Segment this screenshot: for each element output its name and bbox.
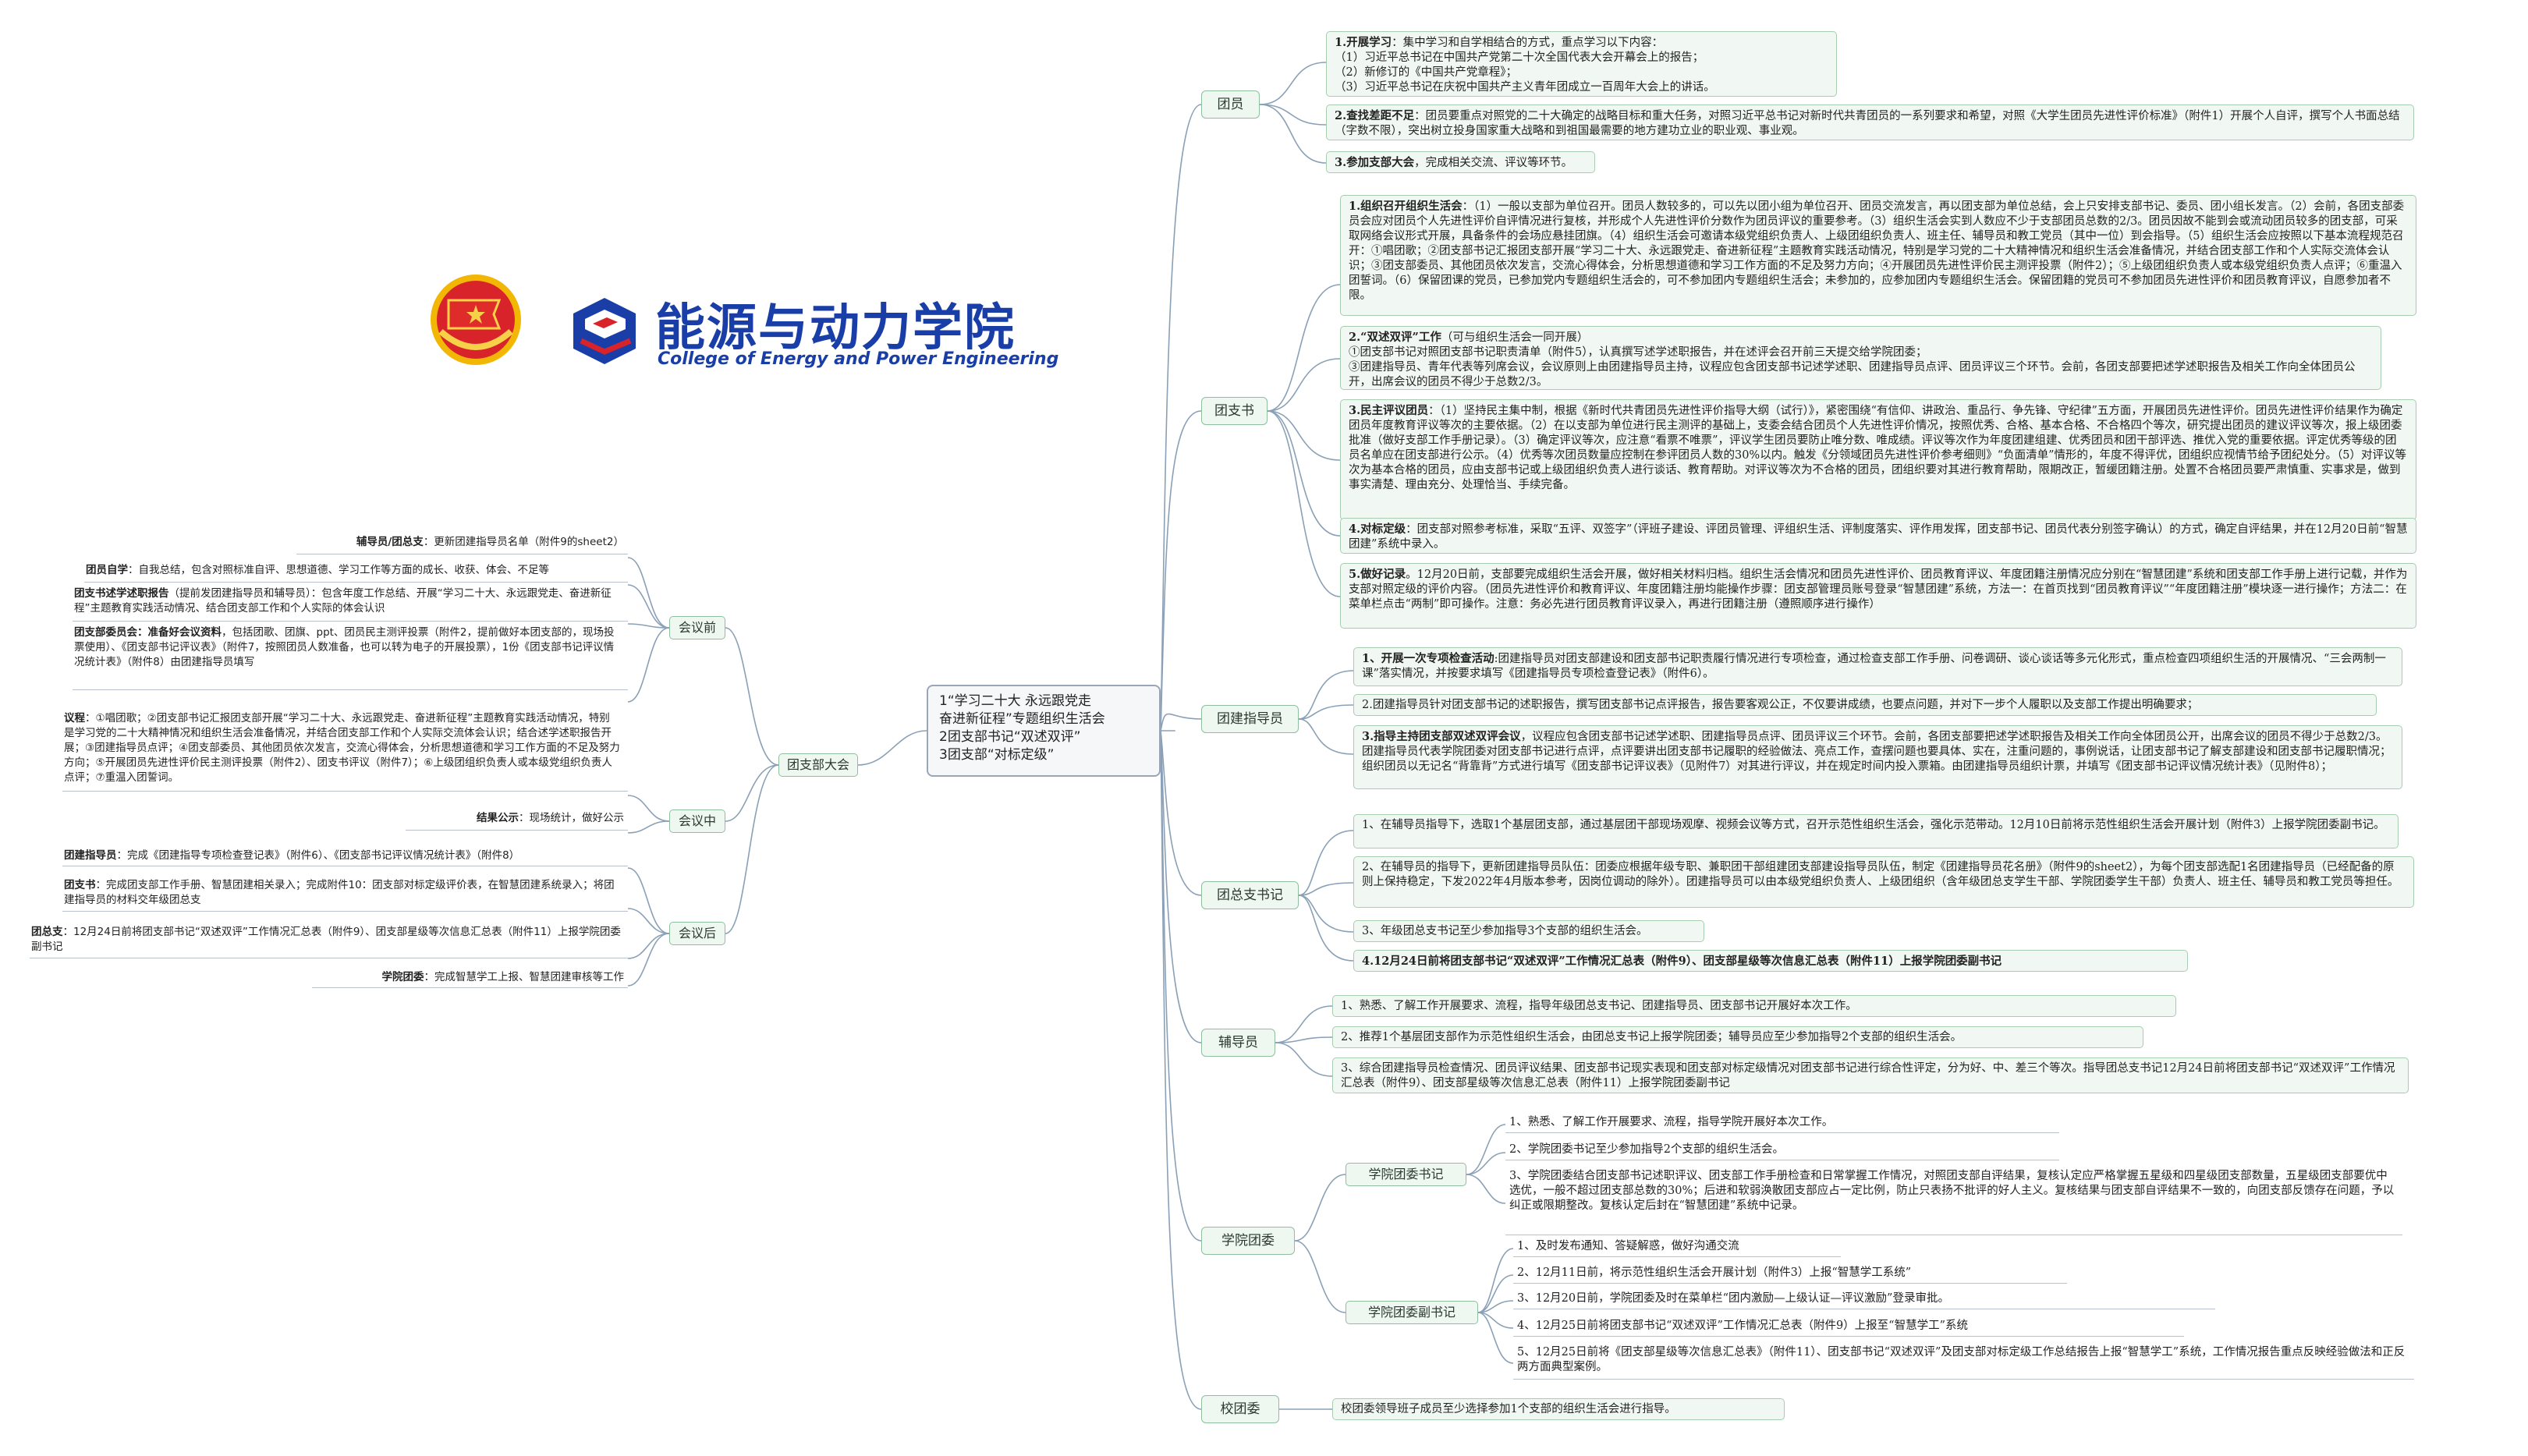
college-name-en: College of Energy and Power Engineering — [658, 349, 1059, 369]
branch-league-meeting[interactable]: 团支部大会 — [778, 753, 858, 777]
note-item: 学院团委：完成智慧学工上报、智慧团建审核等工作 — [381, 971, 625, 983]
general-secretary-attend-card: 3、年级团总支书记至少参加指导3个支部的组织生活会。 — [1353, 920, 1704, 942]
note-item: 团支书述学述职报告（提前发团建指导员和辅导员）：包含年度工作总结、开展“学习二十… — [74, 587, 612, 615]
secretary-dual-review-card: 2.“双述双评”工作（可与组织生活会一同开展） ①团支部书记对照团支部书记职责清… — [1340, 326, 2381, 390]
branch-secretary[interactable]: 团支书 — [1201, 397, 1268, 425]
branch-general-secretary[interactable]: 团总支书记 — [1201, 881, 1299, 909]
instructor-preside-card: 3.指导主持团支部双述双评会议，议程应包含团支部书记述学述职、团建指导员点评、团… — [1353, 725, 2402, 789]
college-secretary-item: 3、学院团委结合团支部书记述职评议、团支部工作手册检查和日常掌握工作情况，对照团… — [1509, 1170, 2395, 1212]
college-secretary-item: 1、熟悉、了解工作开展要求、流程，指导学院开展好本次工作。 — [1509, 1116, 1834, 1128]
phase-after-meeting[interactable]: 会议后 — [669, 922, 725, 945]
college-deputy-item: 2、12月11日前，将示范性组织生活会开展计划（附件3）上报“智慧学工系统” — [1517, 1266, 1912, 1279]
header-logo: 能源与动力学院 College of Energy and Power Engi… — [425, 269, 1058, 378]
college-logo-icon — [573, 298, 636, 364]
branch-university-league[interactable]: 校团委 — [1201, 1395, 1279, 1423]
note-item: 团支部委员会：准备好会议资料，包括团歌、团旗、ppt、团员民主测评投票（附件2，… — [74, 626, 615, 668]
branch-college-league[interactable]: 学院团委 — [1201, 1227, 1295, 1255]
root-topic-line: 3团支部“对标定级” — [939, 747, 1055, 763]
node-college-deputy-secretary[interactable]: 学院团委副书记 — [1346, 1301, 1478, 1324]
instructor-inspection-card: 1、开展一次专项检查活动:团建指导员对团支部建设和团支部书记职责履行情况进行专项… — [1353, 647, 2402, 686]
college-secretary-item: 2、学院团委书记至少参加指导2个支部的组织生活会。 — [1509, 1143, 1784, 1156]
divider — [1505, 1132, 2059, 1133]
divider — [73, 689, 628, 690]
root-topic-line: 奋进新征程”专题组织生活会 — [939, 711, 1105, 727]
general-secretary-team-card: 2、在辅导员的指导下，更新团建指导员队伍：团委应根据年级专职、兼职团干部组建团支… — [1353, 856, 2414, 908]
note-item: 结果公示：现场统计，做好公示 — [477, 812, 624, 824]
secretary-life-meeting-card: 1.组织召开组织生活会：（1）一般以支部为单位召开。团员人数较多的，可以先以团小… — [1340, 195, 2416, 316]
counselor-card: 1、熟悉、了解工作开展要求、流程，指导年级团总支书记、团建指导员、团支部书记开展… — [1332, 995, 2176, 1017]
secretary-record-card: 5.做好记录。12月20日前，支部要完成组织生活会开展，做好相关材料归档。组织生… — [1340, 563, 2416, 629]
note-item: 团总支：12月24日前将团支部书记“双述双评”工作情况汇总表（附件9）、团支部星… — [31, 926, 621, 953]
phase-before-meeting[interactable]: 会议前 — [669, 616, 725, 639]
instructor-review-card: 2.团建指导员针对团支部书记的述职报告，撰写团支部书记点评报告，报告要客观公正，… — [1353, 694, 2377, 716]
college-deputy-item: 5、12月25日前将《团支部星级等次信息汇总表》（附件11）、团支部书记“双述双… — [1517, 1346, 2406, 1373]
note-item: 团支书：完成团支部工作手册、智慧团建相关录入；完成附件10：团支部对标定级评价表… — [64, 879, 615, 906]
phase-during-meeting[interactable]: 会议中 — [669, 809, 725, 833]
root-topic-line: 1“学习二十大 永远跟党走 — [939, 693, 1092, 709]
divider — [62, 911, 628, 912]
divider — [1513, 1283, 2067, 1284]
root-topic-line: 2团支部书记“双述双评” — [939, 729, 1081, 745]
divider — [84, 582, 628, 583]
college-deputy-item: 3、12月20日前，学院团委及时在菜单栏“团内激励—上级认证—评议激励”登录审批… — [1517, 1292, 1949, 1305]
root-topic[interactable]: 1“学习二十大 永远跟党走 奋进新征程”专题组织生活会 2团支部书记“双述双评”… — [927, 685, 1161, 777]
divider — [1513, 1256, 1841, 1257]
member-gap-card: 2.查找差距不足：团员要重点对照党的二十大确定的战略目标和重大任务，对照习近平总… — [1326, 105, 2414, 140]
note-item: 议程：①唱团歌；②团支部书记汇报团支部开展“学习二十大、永远跟党走、奋进新征程”… — [64, 712, 620, 784]
youth-league-emblem-icon — [431, 275, 521, 365]
divider — [312, 987, 628, 988]
secretary-benchmark-card: 4.对标定级：团支部对照参考标准，采取“五评、双签字”（评班子建设、评团员管理、… — [1340, 518, 2416, 554]
node-college-secretary[interactable]: 学院团委书记 — [1346, 1163, 1466, 1186]
divider — [406, 830, 628, 831]
branch-league-member[interactable]: 团员 — [1201, 90, 1260, 119]
branch-counselor[interactable]: 辅导员 — [1201, 1029, 1275, 1057]
member-meeting-card: 3.参加支部大会，完成相关交流、评议等环节。 — [1326, 151, 1595, 173]
member-study-card: 1.开展学习：集中学习和自学相结合的方式，重点学习以下内容： （1）习近平总书记… — [1326, 31, 1837, 97]
note-item: 团建指导员：完成《团建指导专项检查登记表》（附件6）、《团支部书记评议情况统计表… — [64, 849, 520, 862]
note-item: 团员自学：自我总结，包含对照标准自评、思想道德、学习工作等方面的成长、收获、体会… — [86, 564, 549, 576]
divider — [1513, 1336, 2184, 1337]
secretary-member-evaluation-card: 3.民主评议团员：（1）坚持民主集中制，根据《新时代共青团员先进性评价指导大纲（… — [1340, 399, 2416, 520]
counselor-card: 2、推荐1个基层团支部作为示范性组织生活会，由团总支书记上报学院团委；辅导员应至… — [1332, 1026, 2143, 1048]
divider — [1513, 1379, 2414, 1380]
note-item: 辅导员/团总支：更新团建指导员名单（附件9的sheet2） — [356, 536, 624, 548]
general-secretary-demo-card: 1、在辅导员指导下，选取1个基层团支部，通过基层团干部现场观摩、视频会议等方式，… — [1353, 814, 2399, 848]
branch-league-instructor[interactable]: 团建指导员 — [1201, 705, 1299, 733]
divider — [73, 621, 628, 622]
university-league-card: 校团委领导班子成员至少选择参加1个支部的组织生活会进行指导。 — [1332, 1398, 1785, 1420]
college-name-cn: 能源与动力学院 — [655, 299, 1016, 357]
divider — [62, 791, 628, 792]
college-deputy-item: 4、12月25日前将团支部书记“双述双评”工作情况汇总表（附件9）上报至“智慧学… — [1517, 1320, 1969, 1332]
general-secretary-report-card: 4.12月24日前将团支部书记“双述双评”工作情况汇总表（附件9）、团支部星级等… — [1353, 950, 2188, 972]
counselor-card: 3、综合团建指导员检查情况、团员评议结果、团支部书记现实表现和团支部对标定级情况… — [1332, 1057, 2409, 1093]
college-deputy-item: 1、及时发布通知、答疑解惑，做好沟通交流 — [1517, 1240, 1739, 1252]
